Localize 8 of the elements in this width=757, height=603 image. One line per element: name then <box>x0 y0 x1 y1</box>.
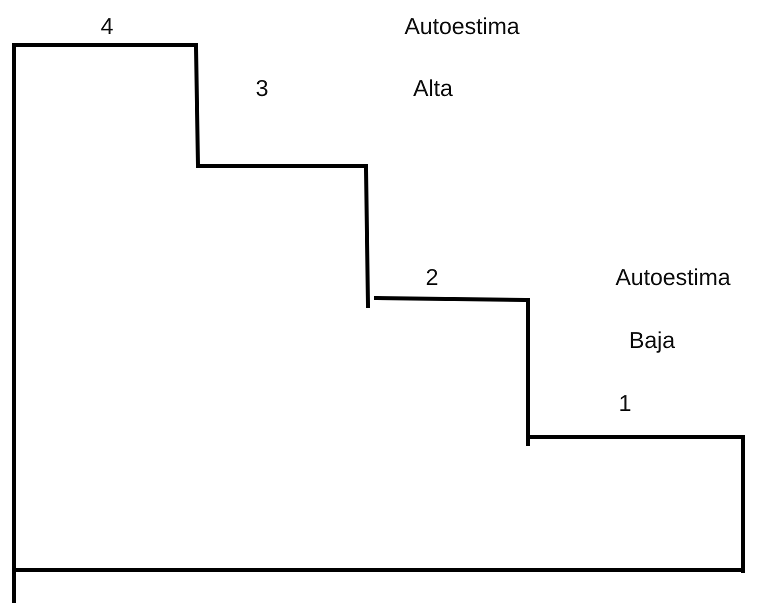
step-number: 1 <box>618 390 632 416</box>
level-label: Alta <box>413 75 453 101</box>
level-label: Baja <box>628 327 676 353</box>
step-number: 3 <box>256 75 268 101</box>
level-label: Autoestima <box>615 264 731 290</box>
step-number: 4 <box>100 13 114 39</box>
step-number: 2 <box>426 264 438 290</box>
level-label: Autoestima <box>404 13 520 39</box>
